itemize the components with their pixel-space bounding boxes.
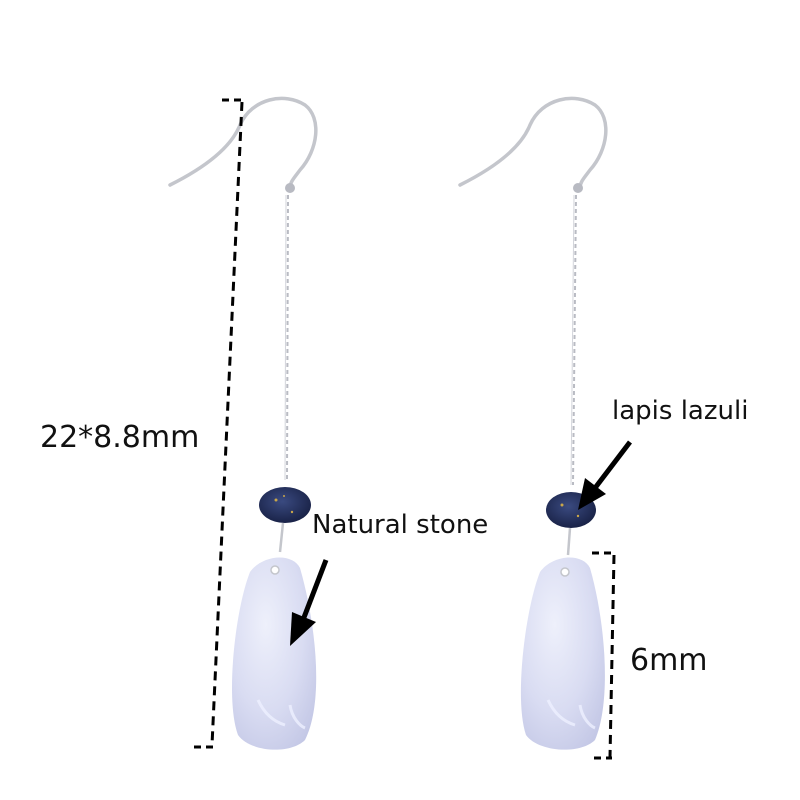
left-earring <box>168 96 318 750</box>
left-chain <box>286 194 289 481</box>
left-lapis-bead <box>259 487 311 523</box>
dimension-bracket-icon <box>194 98 244 749</box>
left-hook <box>168 96 318 190</box>
right-natural-stone <box>520 557 605 750</box>
left-natural-stone <box>231 557 317 750</box>
left-hook-bead <box>285 183 295 193</box>
lapis-lazuli-label: lapis lazuli <box>612 396 749 426</box>
pendant-dimension-bracket-icon <box>592 551 616 760</box>
right-chain <box>572 194 577 486</box>
lapis-arrow-icon <box>578 440 632 510</box>
pendant-length-label: 6mm <box>630 643 708 678</box>
natural-stone-label: Natural stone <box>312 510 489 540</box>
total-length-label: 22*8.8mm <box>40 420 200 455</box>
right-hook <box>458 96 608 190</box>
arrow-icon <box>290 559 329 646</box>
right-earring <box>458 96 608 750</box>
right-hook-bead <box>573 183 583 193</box>
